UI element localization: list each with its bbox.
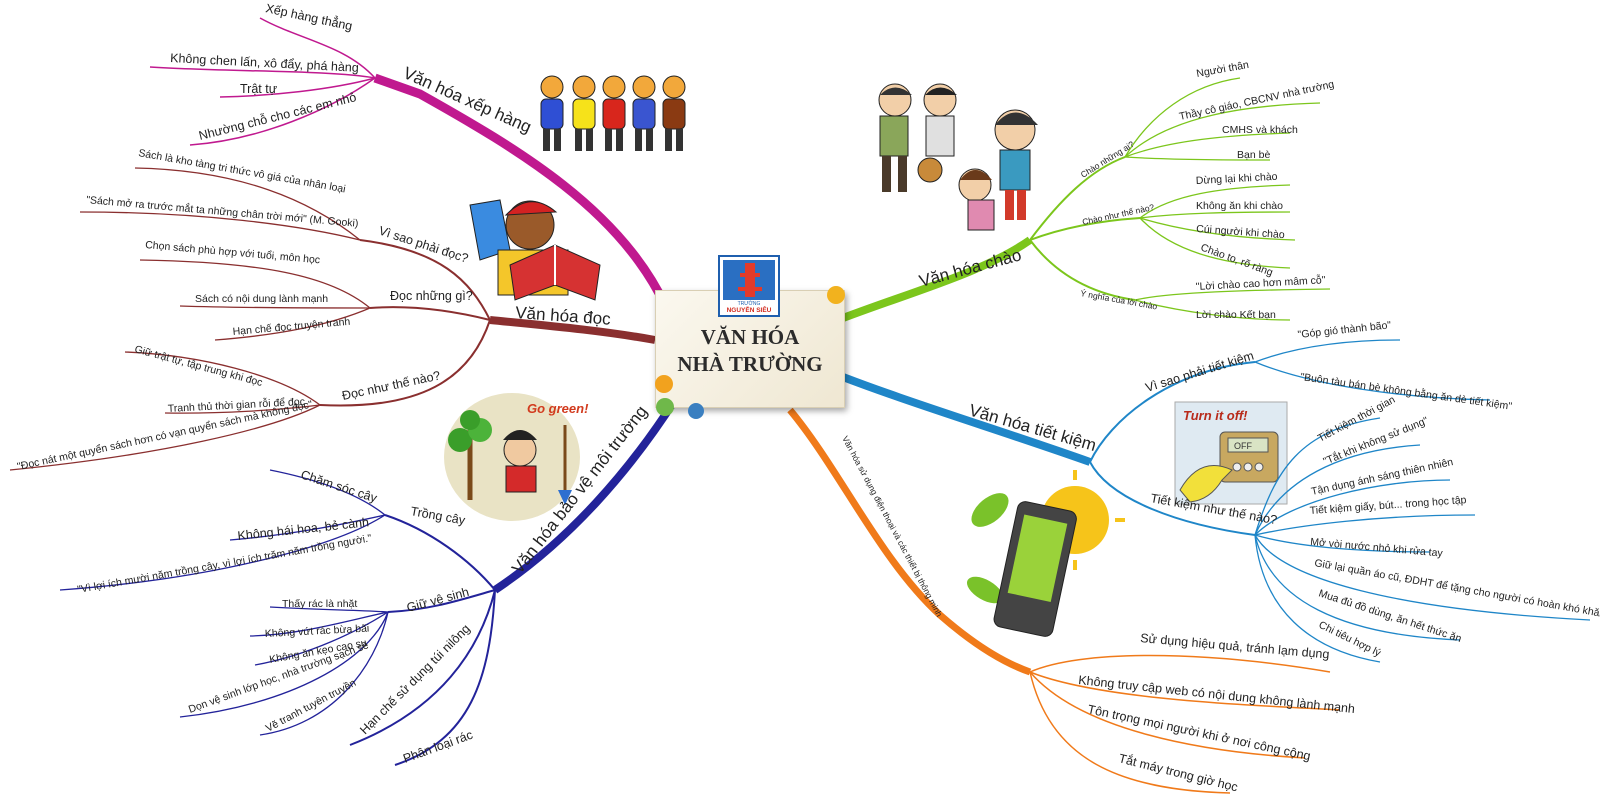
sub-moi-truong-phan-loai: Phân loại rác (401, 728, 474, 766)
orange-pin-icon (827, 286, 845, 304)
turn-it-off-illustration: Turn it off! OFF (1174, 401, 1288, 505)
leaf-tiet-kiem-2-5: Mở vòi nước nhỏ khi rửa tay (1310, 536, 1444, 560)
leaf-doc-2-1: Chọn sách phù hợp với tuổi, môn học (145, 239, 321, 266)
leaf-moi-truong-1-1: Chăm sóc cây (299, 468, 379, 506)
tower-icon (738, 263, 762, 297)
greeting-kids-illustration (878, 83, 1038, 231)
leaf-doc-3-3: "Đọc nát một quyển sách hơn có vạn quyển… (16, 398, 314, 472)
sub-chao-nhung-ai: Chào những ai? (1079, 139, 1136, 180)
leaf-tiet-kiem-1-1: "Góp gió thành bão" (1297, 319, 1392, 341)
branch-lines-moi-truong (59, 397, 679, 766)
center-title-line1: VĂN HÓA (700, 325, 800, 349)
leaf-moi-truong-2-2: Không vứt rác bừa bãi (265, 623, 370, 640)
turn-it-off-text: Turn it off! (1183, 408, 1248, 423)
leaf-xep-hang-3: Trật tự (240, 82, 277, 96)
center-title: VĂN HÓA NHÀ TRƯỜNG (656, 324, 844, 378)
branch-lines-doc (9, 167, 656, 471)
leaf-doc-2-3: Hạn chế đọc truyện tranh (232, 316, 351, 338)
leaf-doc-1-1: Sách là kho tàng tri thức vô giá của nhâ… (137, 147, 346, 195)
leaf-moi-truong-2-5: Vẽ tranh tuyên truyền (264, 677, 358, 735)
go-green-illustration: Go green! (444, 393, 589, 521)
leaf-doc-2-2: Sách có nội dung lành mạnh (195, 293, 328, 305)
branch-lines-tiet-kiem (823, 339, 1591, 663)
leaf-tiet-kiem-2-4: Tiết kiệm giấy, bút... trong học tập (1309, 494, 1467, 517)
branch-label-chao: Văn hóa chào (917, 245, 1023, 291)
leaf-chao-3-2: Lời chào Kết bạn (1196, 309, 1276, 321)
logo-school-name: NGUYỄN SIÊU (726, 307, 772, 314)
leaf-chao-2-2: Không ăn khi chào (1196, 200, 1283, 212)
orange-pin-icon-2 (655, 375, 673, 393)
leaf-chao-1-3: CMHS và khách (1222, 124, 1298, 136)
school-logo: TRƯỜNG NGUYỄN SIÊU (718, 255, 780, 317)
off-display-text: OFF (1234, 441, 1252, 451)
leaf-chao-1-4: Bạn bè (1237, 149, 1270, 161)
leaf-tiet-kiem-1-2: "Buôn tàu bán bè không bằng ăn dè tiết k… (1300, 370, 1514, 413)
branch-lines-chao (823, 77, 1331, 329)
leaf-dien-thoai-1: Sử dụng hiệu quả, tránh lạm dụng (1140, 631, 1330, 661)
sub-doc-nhung-gi: Đọc những gì? (390, 289, 473, 303)
leaf-chao-2-1: Dừng lại khi chào (1196, 171, 1278, 187)
sub-moi-truong-ve-sinh: Giữ vệ sinh (405, 585, 470, 615)
leaf-chao-2-3: Cúi người khi chào (1196, 223, 1285, 241)
sub-chao-y-nghia: Ý nghĩa của lời chào (1080, 288, 1159, 311)
leaf-dien-thoai-4: Tắt máy trong giờ học (1117, 750, 1239, 794)
green-pin-icon (656, 398, 674, 416)
sub-tiet-kiem-vi-sao: Vì sao phải tiết kiệm (1144, 349, 1256, 395)
go-green-text: Go green! (527, 401, 589, 416)
phone-sun-illustration (966, 470, 1125, 637)
center-title-line2: NHÀ TRƯỜNG (677, 352, 823, 376)
sub-moi-truong-trong-cay: Trồng cây (409, 504, 466, 527)
leaf-chao-1-1: Người thân (1195, 59, 1249, 80)
leaf-chao-1-2: Thầy cô giáo, CBCNV nhà trường (1178, 78, 1335, 123)
sub-moi-truong-tui-nilong: Hạn chế sử dụng túi nilông (357, 622, 473, 738)
leaf-moi-truong-2-4: Dọn vệ sinh lớp học, nhà trường sạch sẽ (187, 639, 370, 716)
branch-label-dien-thoai: Văn hóa sử dụng điện thoại và các thiết … (840, 434, 944, 618)
leaf-doc-3-1: Giữ trật tự, tập trung khi đọc (133, 343, 264, 389)
leaf-chao-2-4: Chào to, rõ ràng (1199, 242, 1275, 279)
leaf-moi-truong-1-3: "Vì lợi ích mười năm trồng cây, vì lợi í… (76, 532, 372, 596)
reading-boy-illustration (469, 199, 601, 301)
logo-small-text: TRƯỜNG (737, 301, 761, 307)
leaf-moi-truong-2-1: Thấy rác là nhặt (282, 598, 357, 610)
leaf-xep-hang-1: Xếp hàng thẳng (264, 0, 354, 33)
blue-pin-icon (688, 403, 704, 419)
sub-doc-nhu-the-nao: Đọc như thế nào? (341, 368, 442, 403)
queue-people-illustration (540, 75, 686, 151)
branch-lines-dien-thoai (787, 407, 1341, 794)
branch-lines-xep-hang (149, 17, 670, 307)
